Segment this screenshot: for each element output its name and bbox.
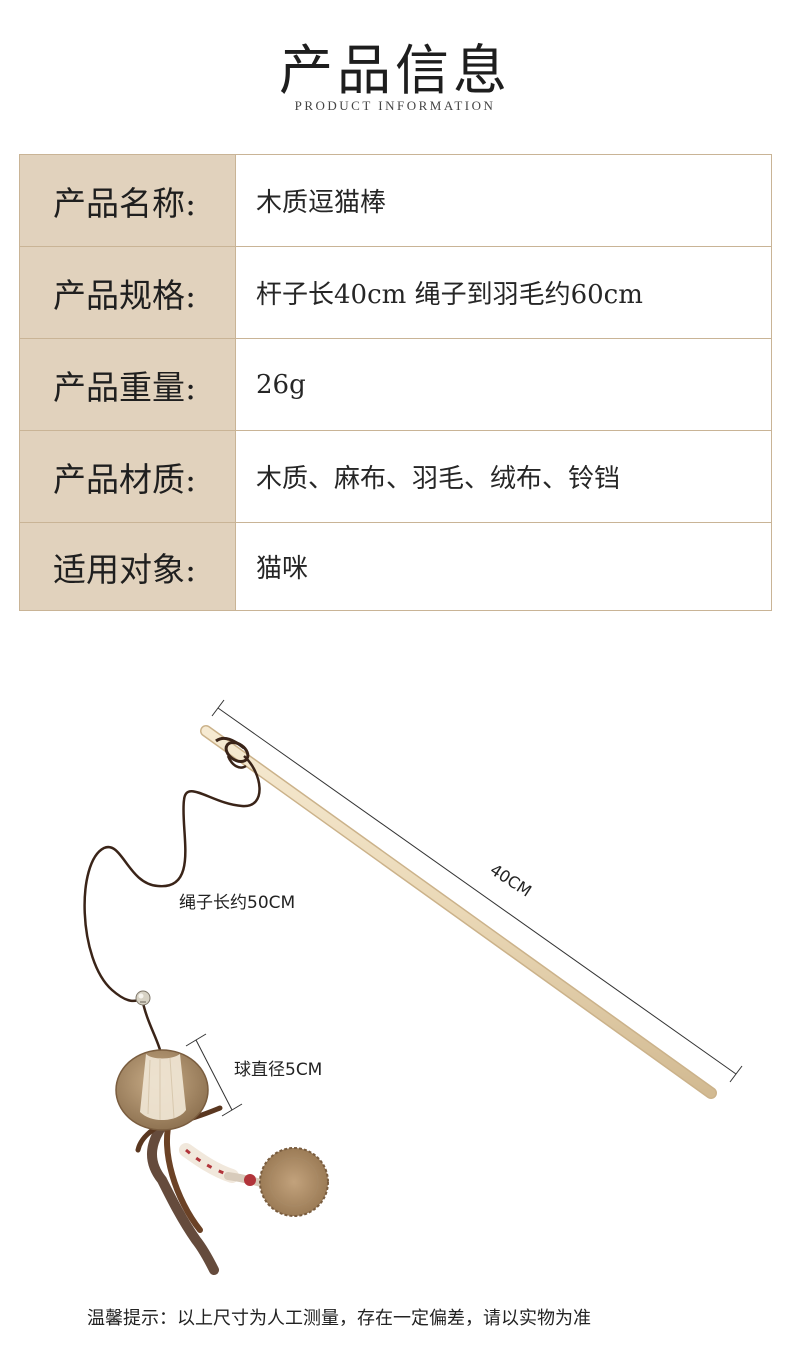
page-subtitle: PRODUCT INFORMATION [294, 98, 496, 113]
spec-value: 26g [235, 338, 772, 431]
spec-label: 产品名称: [19, 154, 236, 247]
spec-value: 木质、麻布、羽毛、绒布、铃铛 [235, 430, 772, 523]
ball-dimension-line [185, 1033, 243, 1117]
spec-row-name: 产品名称: 木质逗猫棒 [19, 154, 772, 247]
spec-label: 产品规格: [19, 246, 236, 339]
stick-dimension-line [211, 699, 743, 1083]
page-title: 产品信息 [279, 39, 511, 102]
spec-row-material: 产品材质: 木质、麻布、羽毛、绒布、铃铛 [19, 430, 772, 523]
product-illustration [83, 699, 743, 1275]
product-spec-table: 产品名称: 木质逗猫棒 产品规格: 杆子长40cm 绳子到羽毛约60cm 产品重… [19, 154, 772, 611]
spec-label: 产品重量: [19, 338, 236, 431]
wooden-stick [200, 725, 717, 1099]
burlap-ball [115, 1049, 209, 1131]
ball-diameter-label: 球直径5CM [234, 1060, 323, 1080]
burlap-disc [259, 1147, 329, 1217]
bell-icon [135, 990, 151, 1006]
rope [83, 755, 261, 1051]
spec-value: 杆子长40cm 绳子到羽毛约60cm [235, 246, 772, 339]
spec-row-size: 产品规格: 杆子长40cm 绳子到羽毛约60cm [19, 246, 772, 339]
spec-row-weight: 产品重量: 26g [19, 338, 772, 431]
rope-length-label: 绳子长约50CM [179, 893, 296, 913]
spec-value: 木质逗猫棒 [235, 154, 772, 247]
spec-row-target: 适用对象: 猫咪 [19, 522, 772, 611]
spec-label: 产品材质: [19, 430, 236, 523]
spec-value: 猫咪 [235, 522, 772, 611]
feather-tuft [135, 1105, 270, 1275]
spec-label: 适用对象: [19, 522, 236, 611]
measurement-note: 温馨提示：以上尺寸为人工测量，存在一定偏差，请以实物为准 [87, 1308, 591, 1329]
